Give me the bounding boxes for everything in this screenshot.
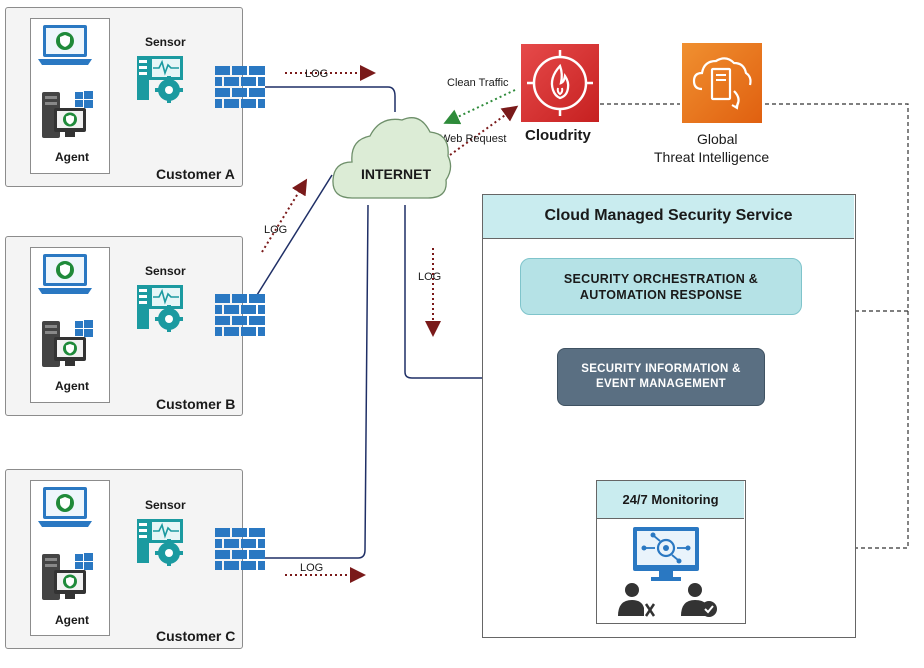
- laptop-shield-icon: [38, 487, 92, 527]
- cloudrity-label: Cloudrity: [525, 127, 591, 144]
- customer-a-name: Customer A: [156, 166, 235, 182]
- web-request-arrow: [449, 105, 519, 156]
- web-request-label: Web Request: [440, 133, 507, 145]
- siem-box: SECURITY INFORMATION & EVENT MANAGEMENT: [557, 348, 765, 406]
- desktop-windows-icon: [42, 320, 93, 367]
- threat-intel-line2: Threat Intelligence: [654, 149, 770, 165]
- monitoring-title: 24/7 Monitoring: [622, 492, 719, 507]
- agent-label: Agent: [55, 150, 89, 164]
- soar-line1: SECURITY ORCHESTRATION &: [563, 271, 759, 286]
- link-internet-siem: [404, 205, 557, 379]
- cloudrity-fire-icon: [521, 44, 599, 122]
- laptop-shield-icon: [38, 254, 92, 294]
- link-a-internet: [265, 86, 396, 112]
- customer-c-name: Customer C: [156, 628, 236, 644]
- sensor-label: Sensor: [145, 35, 186, 49]
- log-label-c: LOG: [300, 562, 324, 574]
- log-label-b: LOG: [264, 224, 288, 236]
- firewall-icon: [215, 294, 265, 336]
- sensor-label: Sensor: [145, 498, 186, 512]
- threat-intel-line1: Global: [697, 131, 738, 147]
- desktop-windows-icon: [42, 91, 93, 138]
- service-title: Cloud Managed Security Service: [544, 207, 793, 224]
- internet-label: INTERNET: [361, 166, 431, 182]
- engineer-icon: [618, 583, 656, 617]
- siem-line1: SECURITY INFORMATION &: [581, 363, 741, 375]
- verified-user-icon: [681, 583, 717, 617]
- link-c-internet: [265, 204, 369, 559]
- monitoring-title-bar: [597, 481, 744, 519]
- siem-line2: EVENT MANAGEMENT: [595, 378, 727, 390]
- clean-traffic-arrow: [443, 89, 516, 125]
- firewall-icon: [215, 66, 265, 108]
- laptop-shield-icon: [38, 25, 92, 65]
- link-b-internet: [256, 174, 333, 296]
- clean-traffic-label: Clean Traffic: [447, 77, 509, 89]
- sensor-label: Sensor: [145, 264, 186, 278]
- monitor-network-icon: [633, 527, 699, 581]
- agent-label: Agent: [55, 379, 89, 393]
- soar-box: SECURITY ORCHESTRATION & AUTOMATION RESP…: [520, 258, 802, 315]
- log-label-down: LOG: [418, 271, 442, 283]
- cloud-icon: [332, 117, 452, 199]
- firewall-icon: [215, 528, 265, 570]
- global-threat-server-icon: [682, 43, 762, 123]
- soar-line2: AUTOMATION RESPONSE: [579, 287, 743, 302]
- sensor-icon: [137, 285, 183, 332]
- sensor-icon: [137, 519, 183, 566]
- desktop-windows-icon: [42, 553, 93, 600]
- customer-b-name: Customer B: [156, 396, 236, 412]
- log-label-a: LOG: [305, 68, 329, 80]
- agent-label: Agent: [55, 613, 89, 627]
- service-title-bar: [483, 195, 854, 239]
- log-arrow-b: [261, 178, 308, 253]
- sensor-icon: [137, 56, 183, 103]
